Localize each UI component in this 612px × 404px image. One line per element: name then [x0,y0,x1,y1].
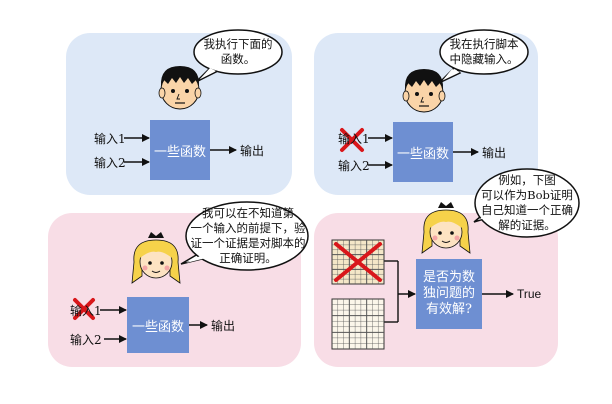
speech-bubble-p2 [438,29,529,84]
input1-label-p3: 输入1 [70,304,102,318]
question-line: 有效解? [426,302,472,317]
input2-label-p3: 输入2 [70,333,102,347]
speech-text-p3: 我可以在不知道第 一个输入的前提下，验 证一个证据是对脚本的 正确证明。 [189,206,307,266]
speech-text-p1: 我执行下面的 函数。 [198,37,278,67]
cross-icon [340,128,364,152]
sudoku-grid-icon [331,298,385,350]
question-box-p4: 是否为数 独问题的 有效解? [416,259,482,329]
speech-line: 例如，下图 [498,173,556,187]
input1-label-p2: 输入1 [338,132,370,146]
arrows-p1 [124,134,237,166]
output-label-p1: 输出 [240,144,265,158]
cross-icon [73,298,95,320]
output-label-p2: 输出 [482,146,507,160]
speech-text-p4: 例如，下图 可以作为Bob证明 自己知道一个正确 解的证据。 [477,173,577,233]
output-label-p3: 输出 [211,319,236,333]
speech-line: 解的证据。 [498,218,556,232]
input2-label-p1: 输入2 [94,156,126,170]
speech-text-p2: 我在执行脚本 中隐藏输入。 [444,37,524,67]
speech-line: 中隐藏输入。 [449,52,519,66]
function-box-p1: 一些函数 [150,120,210,180]
speech-line: 一个输入的前提下，验 [190,221,306,235]
speech-line: 正确证明。 [219,251,277,265]
speech-bubble-p1 [193,29,283,83]
speech-line: 我在执行脚本 [449,37,519,51]
arrows-p2 [368,134,479,169]
function-label: 一些函数 [396,146,449,162]
speech-line: 自己知道一个正确 [481,203,573,217]
speech-line: 函数。 [220,52,256,66]
cross-icon [334,242,382,282]
question-line: 独问题的 [422,286,475,301]
input2-label-p2: 输入2 [338,159,370,173]
speech-line: 我执行下面的 [203,37,273,51]
function-box-p3: 一些函数 [127,297,189,353]
arrows-p4 [384,260,514,323]
speech-line: 证一个证据是对脚本的 [190,236,306,250]
question-line: 是否为数 [422,270,475,285]
function-label: 一些函数 [153,144,206,160]
arrows-p3 [100,306,208,343]
girl-face-icon [421,202,471,254]
speech-bubble-p4 [473,168,580,238]
boy-face-icon [158,66,202,110]
speech-line: 可以作为Bob证明 [481,188,573,202]
true-label-p4: True [517,287,542,301]
girl-face-icon [131,232,181,284]
boy-face-icon [402,69,446,113]
speech-line: 我可以在不知道第 [202,206,294,220]
speech-bubble-p3 [180,201,309,271]
function-box-p2: 一些函数 [393,122,453,182]
function-label: 一些函数 [131,319,184,335]
input1-label-p1: 输入1 [94,132,126,146]
